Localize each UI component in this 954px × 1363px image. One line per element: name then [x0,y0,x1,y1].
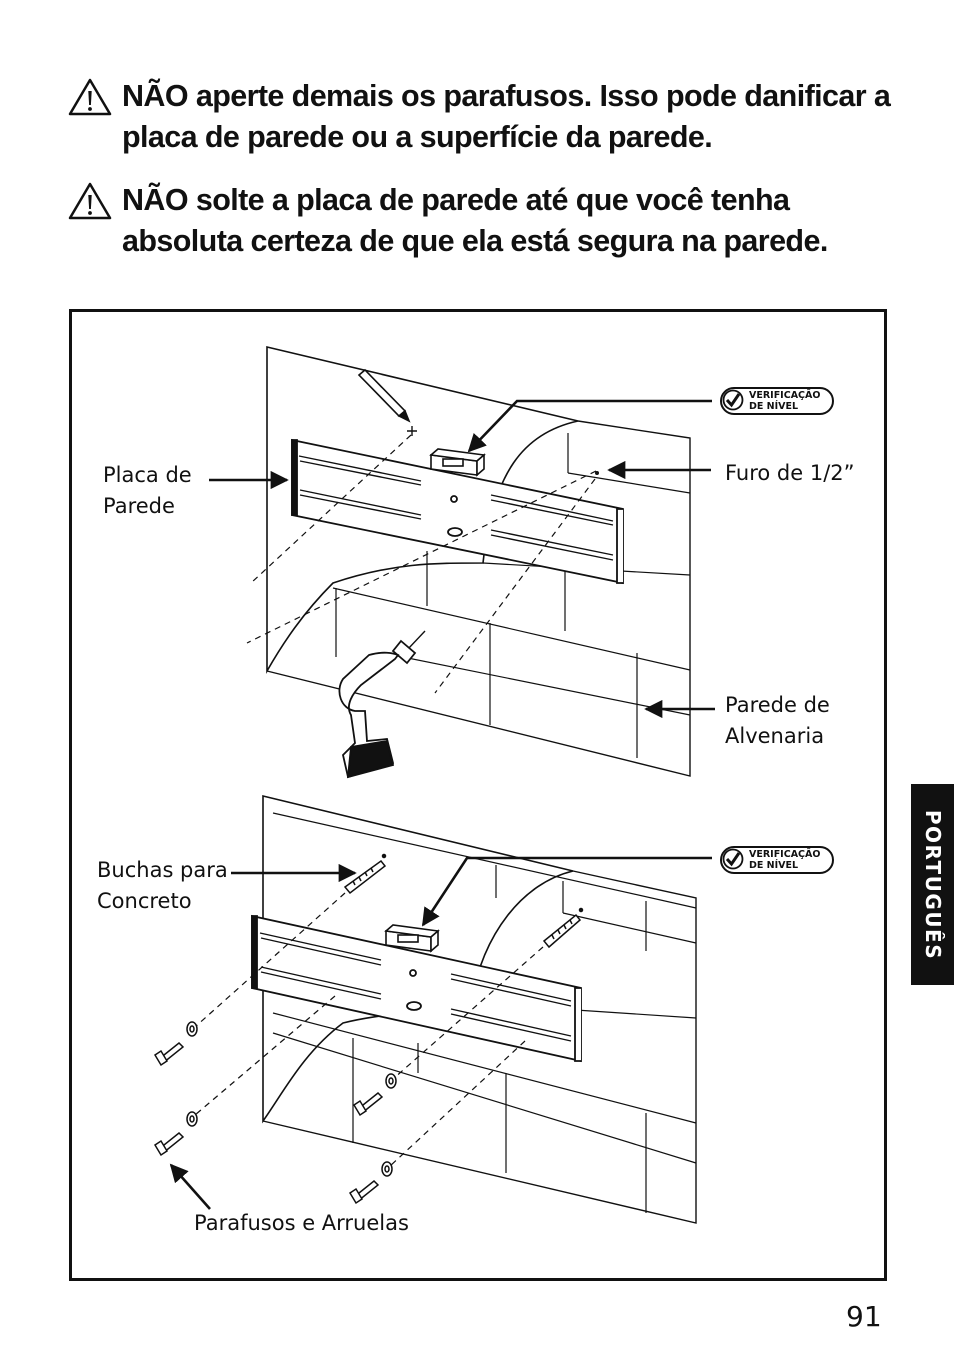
level-check-badge-bottom: VERIFICAÇÃO DE NÍVEL [720,846,834,874]
page-number: 91 [846,1300,882,1333]
concrete-anchor-1 [343,853,387,895]
level-check-badge-top: VERIFICAÇÃO DE NÍVEL [720,387,834,415]
concrete-anchor-2 [542,907,584,949]
warning-2: NÃO solte a placa de parede até que você… [68,180,902,262]
label-hole: Furo de 1/2” [725,461,855,485]
language-tab-label: PORTUGUÊS [920,809,945,960]
label-screws-washers: Parafusos e Arruelas [194,1211,409,1235]
drill [338,630,426,779]
installation-diagram [153,345,715,1224]
installation-figure: Placa de Parede Furo de 1/2” Parede de A… [69,309,887,1281]
bubble-level-bottom [384,924,440,953]
warning-triangle-icon [68,78,112,116]
language-tab: PORTUGUÊS [911,784,954,985]
checkmark-icon [722,848,744,870]
warning-text-1: NÃO aperte demais os parafusos. Isso pod… [122,79,891,154]
level-check-text: VERIFICAÇÃO DE NÍVEL [749,390,821,412]
warning-1: NÃO aperte demais os parafusos. Isso pod… [68,76,902,158]
label-wall-plate: Placa de Parede [103,463,192,518]
checkmark-icon [722,389,744,411]
warning-text-2: NÃO solte a placa de parede até que você… [122,183,828,258]
wall-plate-top [291,438,624,585]
wall-plate-bottom [251,914,582,1063]
level-check-text: VERIFICAÇÃO DE NÍVEL [749,849,821,871]
pencil [357,368,417,436]
label-masonry-wall: Parede de Alvenaria [725,693,830,748]
warning-triangle-icon [68,182,112,220]
top-wall [266,345,691,777]
label-concrete-anchors: Buchas para Concreto [97,858,228,913]
bubble-level-top [429,448,486,477]
screw-washer-set [153,1021,397,1205]
